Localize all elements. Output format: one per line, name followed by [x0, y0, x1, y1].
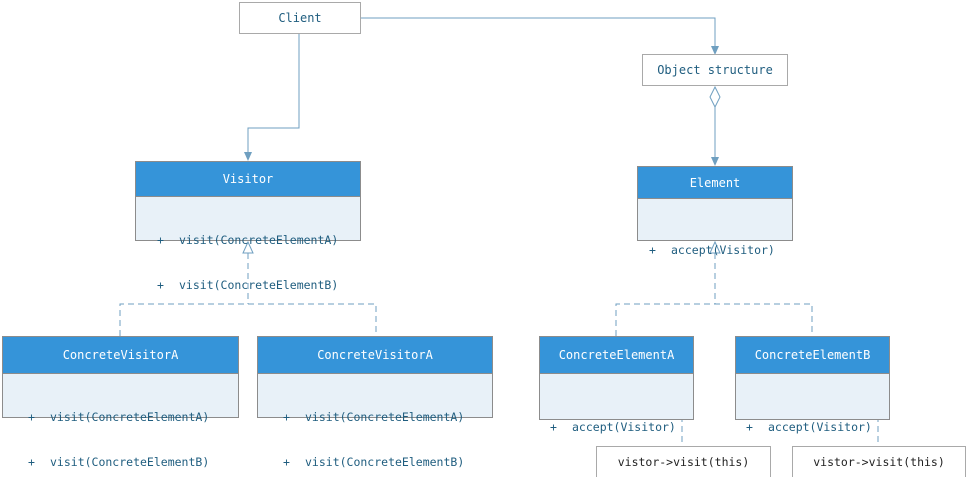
object-structure-label: Object structure — [657, 63, 773, 77]
visitor-class[interactable]: Visitor +visit(ConcreteElementA) +visit(… — [135, 161, 361, 292]
note-b: vistor->visit(this) — [792, 446, 966, 477]
client-box[interactable]: Client — [239, 2, 361, 34]
client-label: Client — [278, 11, 322, 25]
method-row: +visit(ConcreteElementA) — [28, 410, 210, 424]
visitor-class-name: Visitor — [222, 172, 274, 186]
connector-layer — [119, 17, 882, 446]
method-row: +accept(Visitor) — [649, 243, 775, 257]
client-visitor-arrowhead — [244, 152, 252, 161]
visitor-class-methods: +visit(ConcreteElementA) +visit(Concrete… — [136, 197, 360, 323]
method-row: +visit(ConcreteElementA) — [157, 233, 339, 247]
client-objectstructure-association — [361, 17, 716, 54]
note-a: vistor->visit(this) — [596, 446, 771, 477]
concrete-element-b-name: ConcreteElementB — [754, 348, 871, 362]
concrete-visitor-1-class[interactable]: ConcreteVisitorA +visit(ConcreteElementA… — [2, 336, 239, 469]
method-row: +visit(ConcreteElementB) — [283, 455, 465, 469]
note-b-text: vistor->visit(this) — [813, 455, 945, 469]
client-objectstructure-arrowhead — [711, 46, 719, 55]
objectstructure-element-arrowhead — [711, 157, 719, 166]
concrete-element-b-header: ConcreteElementB — [736, 337, 889, 374]
visitor-class-header: Visitor — [136, 162, 360, 197]
element-class[interactable]: Element +accept(Visitor) — [637, 166, 793, 257]
element-realization-branch — [615, 303, 813, 336]
element-class-name: Element — [689, 175, 741, 190]
concrete-element-a-header: ConcreteElementA — [540, 337, 693, 374]
method-row: +visit(ConcreteElementB) — [28, 455, 210, 469]
method-row: +accept(Visitor) — [746, 420, 872, 434]
aggregation-diamond — [709, 85, 721, 109]
concrete-visitor-2-name: ConcreteVisitorA — [317, 348, 433, 362]
note-a-text: vistor->visit(this) — [617, 455, 750, 469]
concrete-visitor-2-class[interactable]: ConcreteVisitorA +visit(ConcreteElementA… — [257, 336, 493, 469]
concrete-element-b-methods: +accept(Visitor) — [736, 374, 889, 465]
object-structure-box[interactable]: Object structure — [642, 54, 788, 86]
concrete-visitor-2-methods: +visit(ConcreteElementA) +visit(Concrete… — [258, 374, 492, 500]
method-row: +visit(ConcreteElementB) — [157, 278, 339, 292]
method-row: +accept(Visitor) — [550, 420, 676, 434]
element-class-methods: +accept(Visitor) — [638, 199, 792, 288]
concrete-element-b-class[interactable]: ConcreteElementB +accept(Visitor) — [735, 336, 890, 434]
client-visitor-association — [247, 34, 300, 160]
concrete-visitor-2-header: ConcreteVisitorA — [258, 337, 492, 374]
concrete-element-a-class[interactable]: ConcreteElementA +accept(Visitor) — [539, 336, 694, 434]
concrete-element-a-name: ConcreteElementA — [558, 348, 675, 362]
concrete-visitor-1-name: ConcreteVisitorA — [62, 348, 179, 362]
element-class-header: Element — [638, 167, 792, 199]
method-row: +visit(ConcreteElementA) — [283, 410, 465, 424]
concrete-element-a-methods: +accept(Visitor) — [540, 374, 693, 465]
visitor-realization-branch — [119, 303, 377, 336]
concrete-visitor-1-methods: +visit(ConcreteElementA) +visit(Concrete… — [3, 374, 238, 500]
concrete-visitor-1-header: ConcreteVisitorA — [3, 337, 238, 374]
